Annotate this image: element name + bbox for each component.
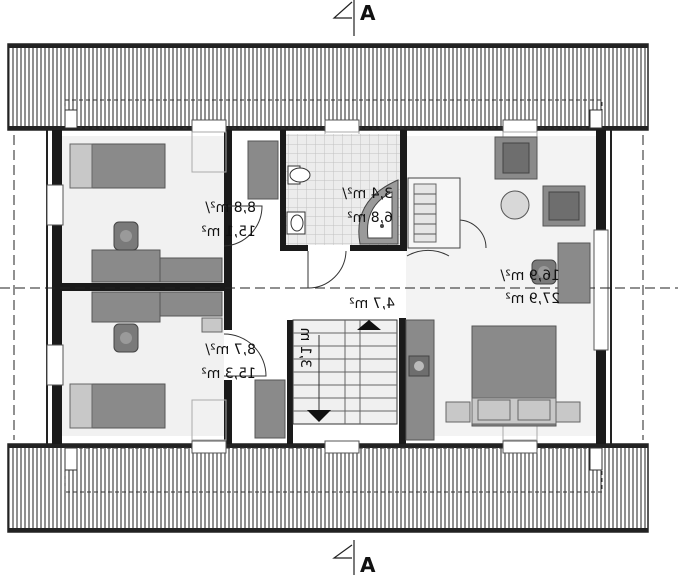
desk-right (557, 242, 591, 304)
room-label-top-left-line1: 8,8 m²/ (205, 200, 256, 216)
room-label-hall-line1: 4,7 m² (349, 296, 395, 312)
wall-left-thin (46, 130, 48, 444)
desk-bottom-left (91, 291, 223, 323)
room-label-bottom-left-line1: 8,7 m²/ (205, 342, 256, 358)
wall-left-corridor-mid (224, 248, 232, 330)
bed-top-left (69, 143, 166, 189)
room-label-right-line2: 27,9 m² (505, 291, 560, 307)
wardrobe-bottom-left (254, 379, 286, 439)
wall-left-corridor-lower (224, 380, 232, 444)
roof-band-top (7, 43, 649, 131)
door-bottom-left (223, 333, 267, 377)
armchair-top (494, 136, 538, 180)
wall-bath-left (280, 130, 286, 248)
section-label-top: A (360, 1, 376, 25)
room-label-top-left: 8,8 m²/ 15,1 m² (201, 200, 256, 240)
stair-arrow-up (357, 320, 381, 330)
chair-bottom-left (113, 323, 139, 353)
dormer-outlines (64, 99, 603, 493)
staircase (292, 319, 398, 425)
wardrobe-top-left (247, 140, 279, 200)
section-marker-bottom: A (332, 540, 376, 575)
wall-right-thin (610, 130, 612, 444)
door-right-room (406, 249, 450, 257)
roof-band-bottom (7, 443, 649, 533)
room-label-bathroom-line2: 6,8 m² (347, 210, 393, 226)
wall-left-corridor-upper (224, 130, 232, 248)
armchair-right (542, 185, 586, 227)
radiator-bottom-left (201, 317, 223, 333)
section-marker-top: A (332, 0, 376, 36)
room-label-right: 16,9 m²/ 27,9 m² (500, 268, 560, 307)
stair-label-text: 3,1 m (297, 328, 313, 368)
door-right-room-upper (457, 219, 487, 249)
room-label-bathroom-line1: 3,4 m²/ (342, 186, 393, 202)
sauna-shelf (407, 177, 461, 249)
wall-stair-left (287, 320, 293, 444)
wall-bath-right (400, 130, 407, 248)
room-label-right-line1: 16,9 m²/ (500, 268, 560, 284)
nightstand-right (555, 401, 581, 423)
double-bed (471, 325, 557, 427)
bathtub-corner (358, 179, 399, 245)
room-label-hall: 4,7 m² (349, 296, 395, 312)
kitchenette (405, 319, 435, 441)
room-label-bottom-left: 8,7 m²/ 15,3 m² (201, 342, 256, 382)
door-bathroom (307, 250, 347, 289)
windows (46, 119, 609, 454)
room-label-top-left-line2: 15,1 m² (201, 224, 256, 240)
chair-right (531, 259, 557, 285)
wall-right-room-lower (399, 318, 406, 444)
nightstand-left (445, 401, 471, 423)
room-label-bottom-left-line2: 15,3 m² (201, 366, 256, 382)
wall-bath-bottom-right (350, 245, 407, 251)
room-label-bathroom: 3,4 m²/ 6,8 m² (342, 186, 393, 226)
section-label-bottom: A (360, 553, 376, 575)
stair-arrow-down (307, 410, 331, 422)
wall-left-rooms-divider (62, 283, 224, 291)
door-top-left (223, 205, 263, 247)
round-table (500, 190, 530, 220)
stair-label: 3,1 m (297, 328, 313, 368)
chair-top-left (113, 221, 139, 251)
bed-bottom-left (69, 383, 166, 429)
wall-bath-bottom-left (280, 245, 308, 251)
sink (286, 211, 306, 235)
wall-left (52, 130, 62, 444)
toilet (287, 165, 311, 185)
